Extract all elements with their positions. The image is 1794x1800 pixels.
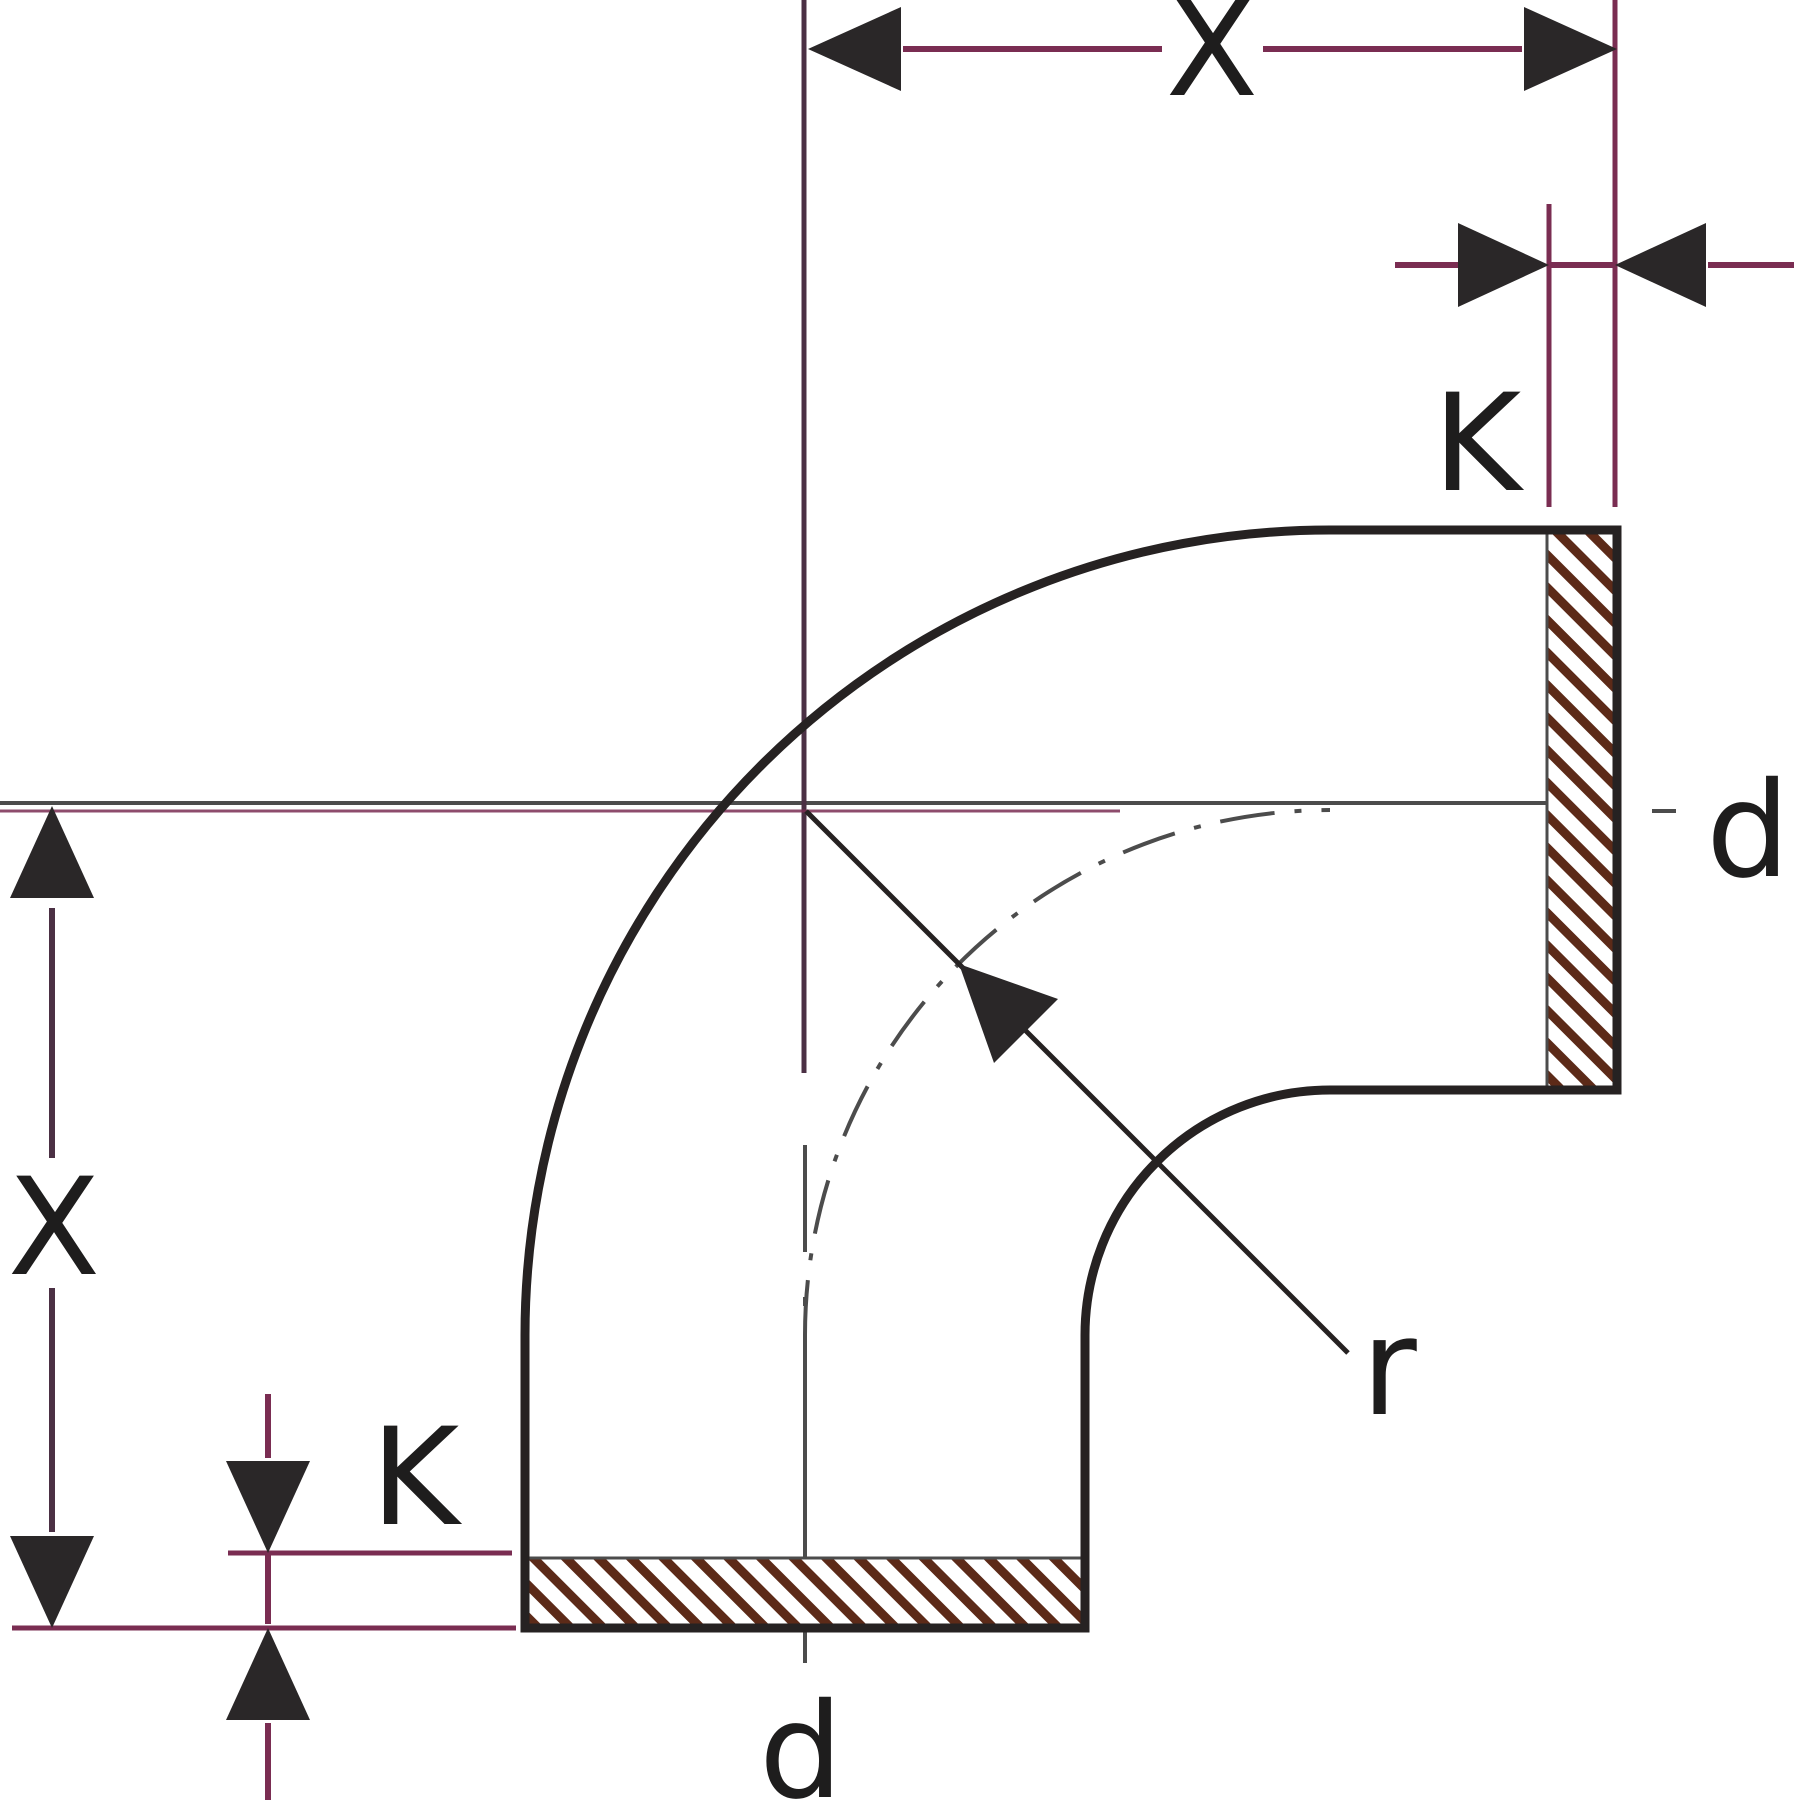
- arrowhead-radius: [959, 964, 1058, 1063]
- pipe-elbow-outline: [520, 525, 1622, 1633]
- dimension-labels: X K d r X K d: [8, 0, 1790, 1800]
- label-diameter-right: d: [1706, 754, 1790, 908]
- radius-leader-line: [804, 809, 1350, 1355]
- label-dim-x-top: X: [1166, 0, 1258, 127]
- label-dim-k-top-right: K: [1433, 365, 1525, 522]
- pipe-wall-sections: [526, 531, 1613, 1624]
- arrowhead-x-left-down: [10, 1536, 94, 1628]
- arrowhead-k-top-left: [1458, 223, 1549, 307]
- arrowhead-x-left-up: [10, 806, 94, 898]
- label-dim-k-bottom-left: K: [371, 1399, 463, 1556]
- arrowheads: [10, 7, 1706, 1720]
- label-bend-radius: r: [1361, 1289, 1417, 1446]
- arrowhead-k-top-right: [1615, 223, 1706, 307]
- wall-section-bottom-end: [529, 1558, 1081, 1624]
- label-dim-x-left: X: [8, 1149, 100, 1306]
- arrowhead-k-bottom-up: [226, 1628, 310, 1720]
- arrowhead-x-top-right: [1524, 7, 1617, 91]
- wall-section-right-end: [1547, 534, 1613, 1086]
- arrowhead-x-top-left: [808, 7, 901, 91]
- arrowhead-k-bottom-down: [226, 1461, 310, 1553]
- label-diameter-bottom: d: [759, 1675, 843, 1800]
